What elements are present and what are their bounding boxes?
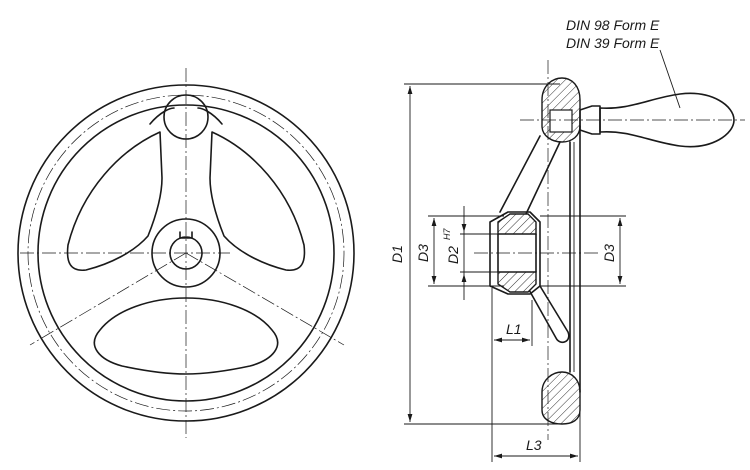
boss-fillet-left [149,107,175,125]
spoke-window-top-right [209,131,306,271]
d3-left-label: D3 [415,244,431,262]
spoke-centerline-left [29,252,187,346]
spoke-upper [499,135,561,215]
handle-bore [549,109,573,133]
d2-tolerance: H7 [442,228,452,240]
handle-ferrule [579,105,601,135]
dimensions: D1 D3 D2 H7 D3 L1 L3 [389,83,626,462]
note-din98: DIN 98 Form E [566,17,660,33]
keyway [179,231,193,239]
l1-label: L1 [506,321,522,337]
spoke-centerline-right [185,252,345,346]
standard-note: DIN 98 Form E DIN 39 Form E [566,17,660,51]
boss-fillet-right [197,107,223,125]
side-view [474,49,745,440]
note-leader [659,49,681,109]
d3-right-label: D3 [601,244,617,262]
revolving-handle-grip [599,92,735,148]
d2-label: D2 [445,246,461,264]
hub-hatch-top [497,213,537,235]
note-din39: DIN 39 Form E [566,35,660,51]
l3-label: L3 [526,437,542,453]
spoke-window-top-left [66,131,163,271]
d1-label: D1 [389,245,405,263]
hub-hatch-bottom [497,271,537,293]
front-view [17,68,355,438]
spoke-lower [527,285,570,344]
